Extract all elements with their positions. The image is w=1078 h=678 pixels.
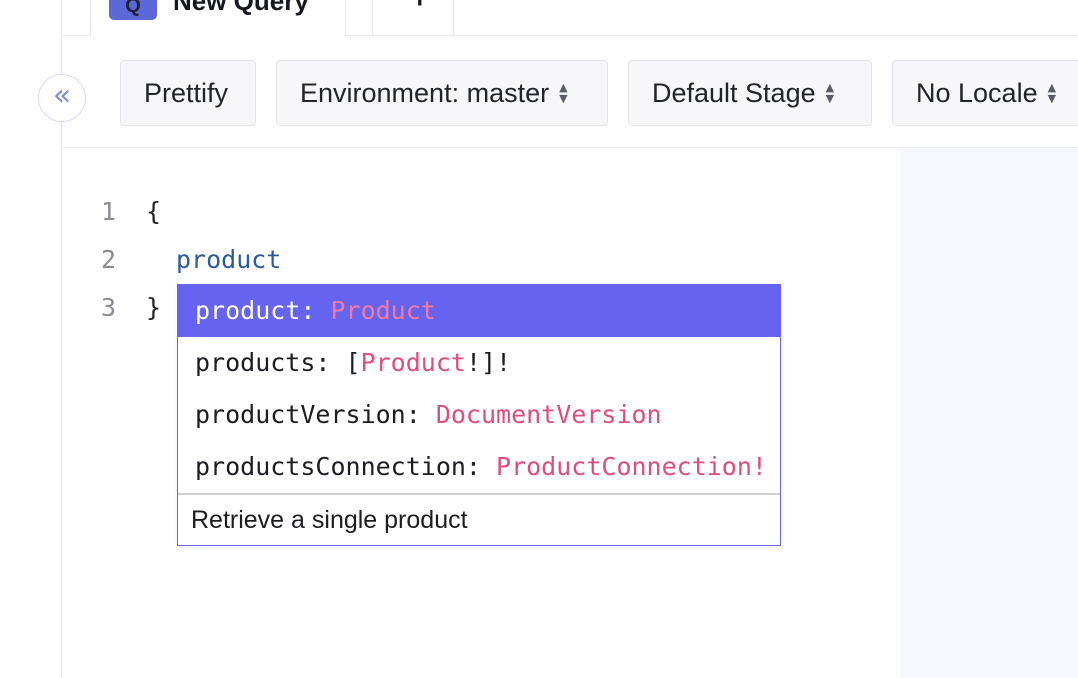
collapse-sidebar-button[interactable]: « [38,74,86,122]
locale-label: No Locale [916,77,1038,108]
code-text: } [146,293,162,322]
line-number: 3 [100,293,116,322]
autocomplete-item[interactable]: productVersion: DocumentVersion [178,389,780,441]
autocomplete-item[interactable]: products: [Product!]! [178,337,780,389]
field-type: Product [360,348,466,377]
environment-label: Environment: master [300,77,550,108]
query-toolbar: Prettify Environment: master ▲▼ Default … [62,36,1078,148]
field-name: product: [195,296,331,325]
field-name: productsConnection: [195,452,497,481]
add-tab-button[interactable]: + [372,0,454,36]
line-number: 1 [100,197,116,226]
field-type: Product [330,296,436,325]
autocomplete-item[interactable]: product: Product [178,285,780,337]
line-number: 2 [100,245,116,274]
select-arrows-icon: ▲▼ [559,81,568,105]
tab-title: New Query [173,0,309,16]
autocomplete-description: Retrieve a single product [178,493,780,543]
plus-icon: + [411,0,429,16]
query-icon: Q [109,0,157,20]
prettify-button[interactable]: Prettify [120,60,256,126]
field-type: ProductConnection! [496,452,767,481]
tab-bar: Q New Query + [62,0,1078,36]
stage-label: Default Stage [652,77,816,108]
field-type: DocumentVersion [435,400,662,429]
field-type-suffix: !]! [465,348,512,377]
field-name: products: [ [195,348,361,377]
locale-select[interactable]: No Locale ▲▼ [892,60,1078,126]
environment-select[interactable]: Environment: master ▲▼ [276,60,608,126]
tab-new-query[interactable]: Q New Query [90,0,346,36]
select-arrows-icon: ▲▼ [1047,81,1057,105]
select-arrows-icon: ▲▼ [825,81,835,105]
double-chevron-left-icon: « [52,78,72,113]
field-name: productVersion: [195,400,436,429]
autocomplete-dropdown: product: Product products: [Product!]! p… [177,284,781,546]
results-panel [900,148,1078,678]
autocomplete-item[interactable]: productsConnection: ProductConnection! [178,441,780,493]
prettify-label: Prettify [144,77,229,108]
code-text: product [176,245,282,274]
code-text: { [146,197,162,226]
stage-select[interactable]: Default Stage ▲▼ [628,60,872,126]
